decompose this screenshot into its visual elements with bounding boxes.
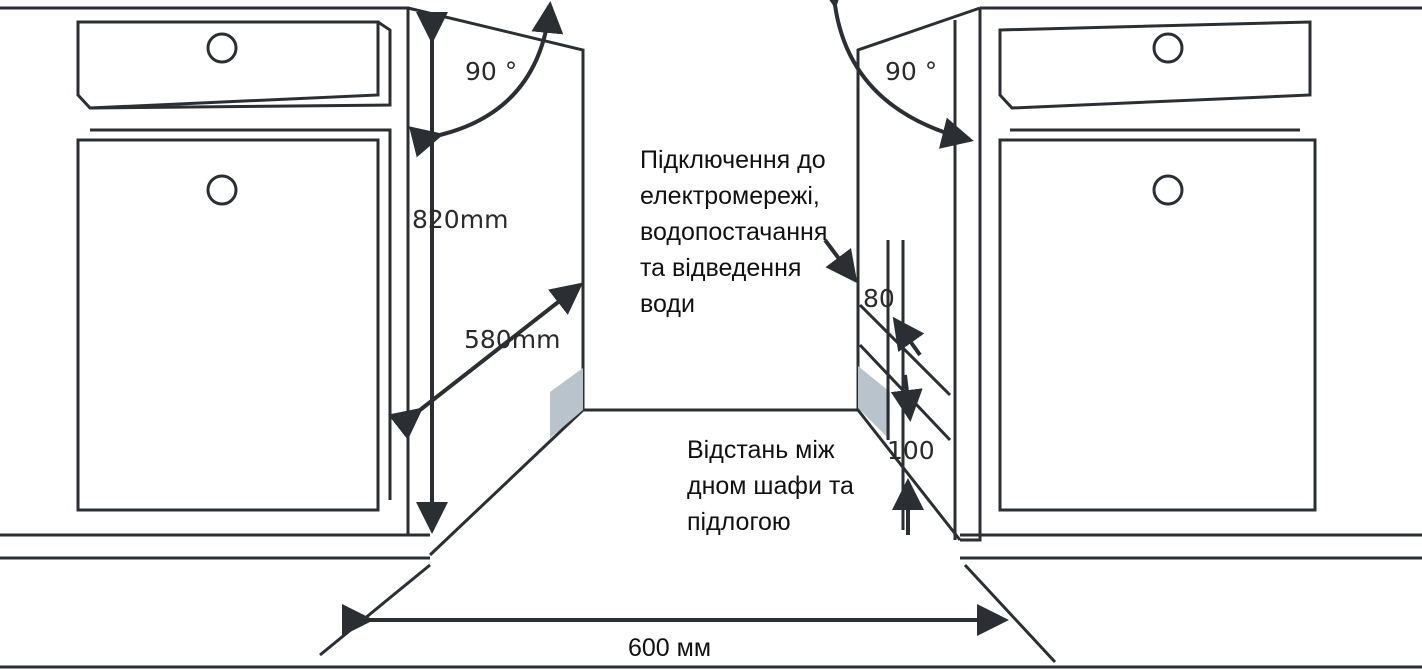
right-cabinet: [953, 6, 1422, 560]
door-swing-right-arrow: [815, 0, 974, 149]
gap-top-label: 80: [863, 284, 895, 313]
left-cabinet: [0, 6, 430, 560]
angle-label-left: 90 °: [465, 57, 518, 86]
depth-label: 580mm: [464, 325, 561, 354]
dimension-lines: [342, 0, 1009, 636]
gap-bottom-label: 100: [887, 436, 935, 465]
right-shade: [858, 366, 890, 440]
angle-label-right: 90 °: [885, 57, 938, 86]
depth-arrow: [388, 282, 584, 440]
connection-note: Підключення до електромережі, водопостач…: [640, 146, 828, 318]
floor-gap-note: Відстань між дном шафи та підлогою: [687, 436, 854, 536]
width-label: 600 мм: [628, 634, 712, 662]
height-label: 820mm: [412, 205, 509, 234]
door-swing-left-arrow: [408, 1, 564, 158]
